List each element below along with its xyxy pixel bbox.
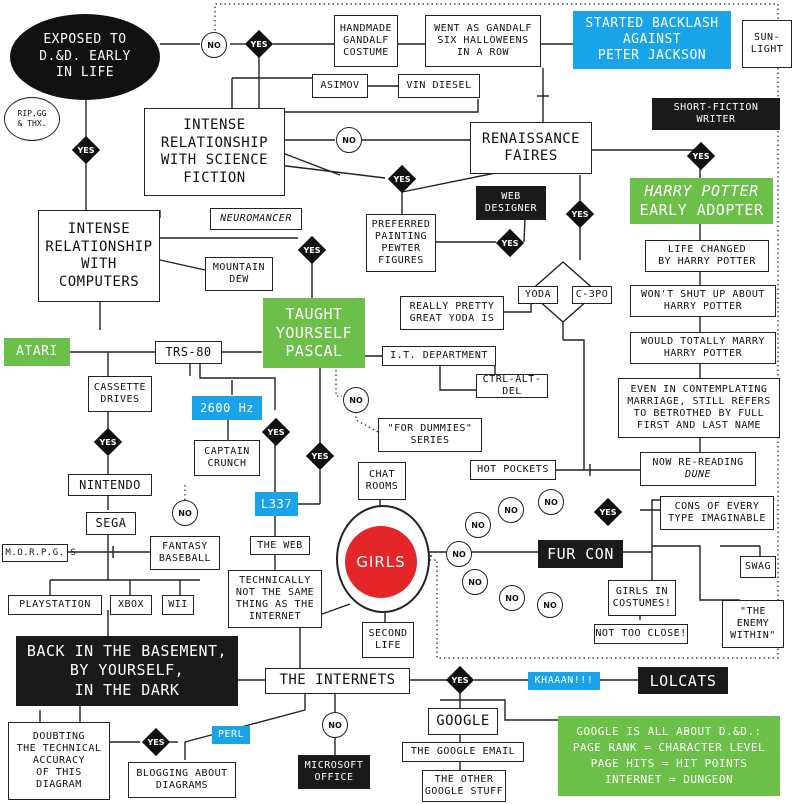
fur-con-node[interactable]: FUR CON — [538, 540, 623, 568]
nintendo-node[interactable]: NINTENDO — [68, 474, 152, 496]
cons-every-type-node[interactable]: CONS OF EVERY TYPE IMAGINABLE — [660, 496, 774, 530]
asimov-node[interactable]: ASIMOV — [312, 74, 368, 98]
yes-diamond: YES — [565, 199, 595, 229]
the-web-node[interactable]: THE WEB — [250, 536, 310, 555]
sunlight-node[interactable]: SUN- LIGHT — [742, 20, 792, 68]
yes-diamond: YES — [387, 164, 417, 194]
no-circle: NO — [446, 541, 472, 567]
second-life-node[interactable]: SECOND LIFE — [362, 622, 414, 658]
yes-diamond: YES — [244, 29, 274, 59]
atari-node[interactable]: ATARI — [4, 338, 70, 366]
yes-diamond: YES — [593, 497, 623, 527]
really-pretty-great-yoda-node[interactable]: REALLY PRETTY GREAT YODA IS — [400, 296, 504, 330]
yes-diamond: YES — [495, 228, 525, 258]
xbox-node[interactable]: XBOX — [110, 595, 152, 615]
the-internets-node[interactable]: THE INTERNETS — [265, 668, 410, 694]
yes-diamond: YES — [93, 427, 123, 457]
no-circle: NO — [537, 592, 563, 618]
cassette-drives-node[interactable]: CASSETTE DRIVES — [88, 376, 152, 412]
l337-node[interactable]: L337 — [255, 492, 298, 516]
mountain-dew-node[interactable]: MOUNTAIN DEW — [205, 257, 273, 291]
lolcats-node[interactable]: LOLCATS — [638, 667, 728, 694]
rereading-label: NOW RE-READING — [652, 457, 744, 468]
mmorpg-node[interactable]: M.M.O.R.P.G.'S — [0, 544, 76, 562]
google-dnd-note-node[interactable]: GOOGLE IS ALL ABOUT D.&D.: PAGE RANK = C… — [558, 716, 780, 796]
wii-node[interactable]: WII — [162, 595, 194, 615]
yes-diamond: YES — [297, 235, 327, 265]
yes-diamond: YES — [141, 727, 171, 757]
perl-node[interactable]: PERL — [212, 726, 250, 744]
google-node[interactable]: GOOGLE — [428, 708, 498, 735]
hot-pockets-node[interactable]: HOT POCKETS — [470, 460, 556, 480]
neuromancer-node[interactable]: NEUROMANCER — [210, 208, 302, 230]
chat-rooms-node[interactable]: CHAT ROOMS — [358, 462, 406, 500]
taught-yourself-pascal-node[interactable]: TAUGHT YOURSELF PASCAL — [263, 298, 365, 368]
wont-shut-up-node[interactable]: WON'T SHUT UP ABOUT HARRY POTTER — [630, 285, 776, 317]
gandalf-halloweens-node[interactable]: WENT AS GANDALF SIX HALLOWEENS IN A ROW — [425, 15, 541, 67]
microsoft-office-node[interactable]: MICROSOFT OFFICE — [298, 755, 370, 789]
web-designer-node[interactable]: WEB DESIGNER — [476, 186, 546, 220]
exposed-dnd-start-node[interactable]: EXPOSED TO D.&D. EARLY IN LIFE — [10, 14, 160, 100]
renaissance-faires-node[interactable]: RENAISSANCE FAIRES — [470, 122, 592, 174]
yes-diamond: YES — [261, 417, 291, 447]
vin-diesel-node[interactable]: VIN DIESEL — [398, 74, 480, 98]
trs80-node[interactable]: TRS-80 — [155, 341, 222, 364]
it-department-node[interactable]: I.T. DEPARTMENT — [382, 346, 496, 366]
c3po-node[interactable]: C-3PO — [572, 286, 612, 304]
no-circle: NO — [336, 127, 362, 153]
no-circle: NO — [462, 569, 488, 595]
for-dummies-series-node[interactable]: "FOR DUMMIES" SERIES — [378, 418, 482, 452]
rip-gg-bubble: RIP,GG & THX. — [4, 97, 60, 141]
the-enemy-within-node[interactable]: "THE ENEMY WITHIN" — [722, 600, 784, 648]
technically-not-internet-node[interactable]: TECHNICALLY NOT THE SAME THING AS THE IN… — [228, 570, 322, 628]
no-circle: NO — [499, 585, 525, 611]
short-fiction-writer-node[interactable]: SHORT-FICTION WRITER — [652, 98, 780, 130]
preferred-painting-node[interactable]: PREFERRED PAINTING PEWTER FIGURES — [366, 214, 436, 272]
dune-label: DUNE — [684, 469, 712, 480]
no-circle: NO — [343, 387, 369, 413]
captain-crunch-node[interactable]: CAPTAIN CRUNCH — [194, 440, 260, 476]
blogging-about-diagrams-node[interactable]: BLOGGING ABOUT DIAGRAMS — [128, 762, 236, 798]
science-fiction-node[interactable]: INTENSE RELATIONSHIP WITH SCIENCE FICTIO… — [144, 108, 285, 196]
no-circle: NO — [538, 489, 564, 515]
not-too-close-node[interactable]: NOT TOO CLOSE! — [594, 624, 688, 644]
no-circle: NO — [498, 497, 524, 523]
the-other-google-stuff-node[interactable]: THE OTHER GOOGLE STUFF — [422, 770, 506, 802]
no-circle: NO — [465, 512, 491, 538]
khaaan-node[interactable]: KHAAAN!!! — [528, 672, 600, 690]
harry-potter-label: HARRY POTTER — [644, 182, 759, 201]
swag-node[interactable]: SWAG — [740, 556, 776, 578]
no-circle: NO — [172, 500, 198, 526]
yoda-node[interactable]: YODA — [518, 286, 558, 304]
yes-diamond: YES — [305, 441, 335, 471]
still-refers-full-name-node[interactable]: EVEN IN CONTEMPLATING MARRIAGE, STILL RE… — [618, 378, 780, 438]
backlash-peter-jackson-node[interactable]: STARTED BACKLASH AGAINST PETER JACKSON — [573, 11, 731, 69]
handmade-gandalf-costume-node[interactable]: HANDMADE GANDALF COSTUME — [334, 15, 398, 67]
girls-in-costumes-node[interactable]: GIRLS IN COSTUMES! — [608, 580, 676, 616]
yes-diamond: YES — [71, 135, 101, 165]
computers-node[interactable]: INTENSE RELATIONSHIP WITH COMPUTERS — [38, 210, 160, 302]
sega-node[interactable]: SEGA — [86, 512, 136, 535]
ctrl-alt-del-node[interactable]: CTRL-ALT-DEL — [476, 374, 548, 398]
early-adopter-label: EARLY ADOPTER — [639, 201, 764, 219]
fantasy-baseball-node[interactable]: FANTASY BASEBALL — [150, 536, 220, 570]
would-marry-node[interactable]: WOULD TOTALLY MARRY HARRY POTTER — [630, 332, 776, 364]
no-circle: NO — [201, 32, 227, 58]
doubting-diagram-node[interactable]: DOUBTING THE TECHNICAL ACCURACY OF THIS … — [8, 722, 110, 800]
yes-diamond: YES — [445, 665, 475, 695]
life-changed-node[interactable]: LIFE CHANGED BY HARRY POTTER — [645, 240, 769, 272]
playstation-node[interactable]: PLAYSTATION — [8, 595, 102, 615]
girls-node[interactable]: GIRLS — [345, 526, 417, 598]
yes-diamond: YES — [686, 141, 716, 171]
the-google-email-node[interactable]: THE GOOGLE EMAIL — [402, 742, 524, 762]
back-in-basement-node[interactable]: BACK IN THE BASEMENT, BY YOURSELF, IN TH… — [16, 636, 238, 706]
2600-hz-node[interactable]: 2600 Hz — [192, 396, 262, 420]
no-circle: NO — [322, 712, 348, 738]
